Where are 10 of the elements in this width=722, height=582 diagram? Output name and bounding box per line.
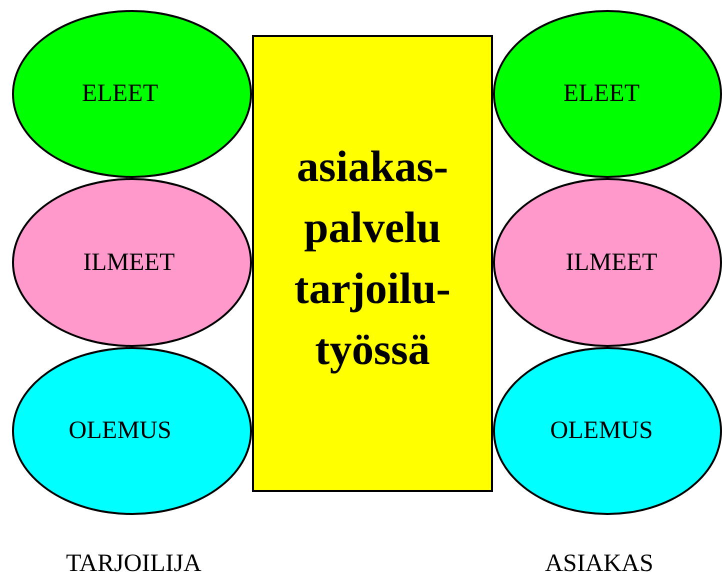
central-box: [252, 35, 493, 492]
side-label: ASIAKAS: [545, 550, 654, 578]
node-label: ILMEET: [566, 248, 658, 276]
node-label: OLEMUS: [68, 417, 172, 445]
node-label: ILMEET: [83, 248, 175, 276]
node-label: OLEMUS: [550, 417, 653, 445]
side-label: TARJOILIJA: [66, 550, 202, 578]
node-label: ELEET: [82, 80, 158, 108]
node-title: asiakas- palvelu tarjoilu- työssä: [294, 140, 451, 376]
node-label: ELEET: [563, 80, 640, 108]
